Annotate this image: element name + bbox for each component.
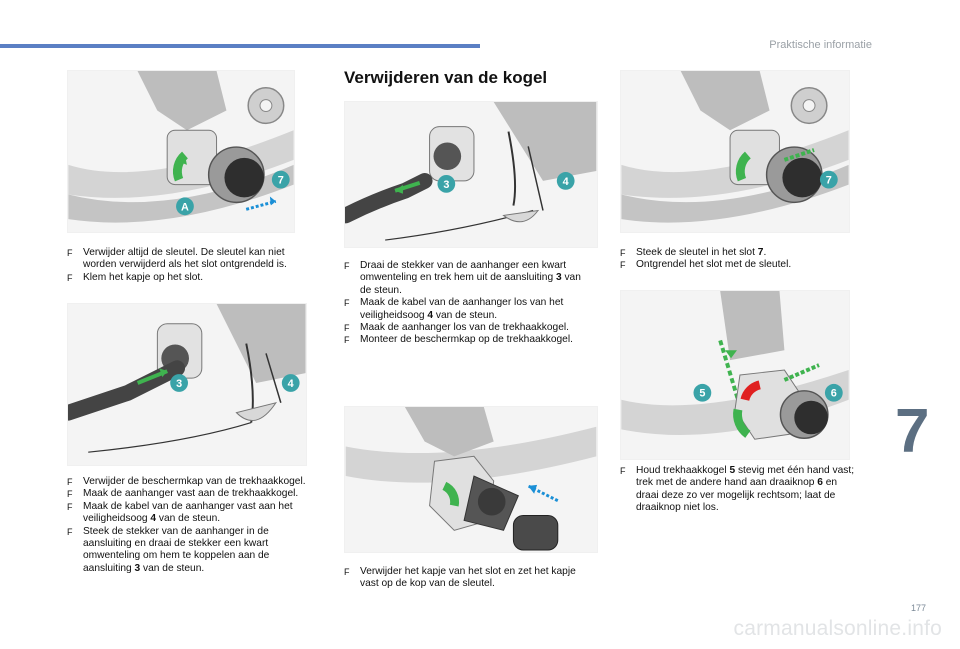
callout-7: 7 (278, 175, 284, 187)
callout-4: 4 (288, 378, 294, 390)
figure-cap-remove-drawing (345, 407, 597, 551)
bullet-glyph: F (344, 567, 350, 577)
callout-4: 4 (563, 176, 569, 188)
bullet-glyph: F (67, 272, 73, 283)
figure-turn-knob: 5 6 (620, 290, 850, 460)
figure-unlock: 7 (620, 70, 850, 233)
callout-3: 3 (176, 378, 182, 390)
bullet-glyph: F (67, 526, 73, 537)
figure-plug-remove: 3 4 (344, 101, 598, 248)
chapter-tab[interactable]: 7 (895, 396, 960, 468)
figure-turn-knob-drawing: 5 6 (621, 291, 849, 440)
figure-cap-remove (344, 406, 598, 553)
bullet-glyph: F (344, 261, 350, 271)
bullet-glyph: F (620, 248, 626, 258)
bullet-glyph: F (344, 298, 350, 309)
bullet-glyph: F (344, 335, 350, 346)
header-accent-bar (0, 44, 480, 48)
watermark: carmanualsonline.info (733, 617, 942, 640)
bullet-glyph: F (67, 489, 73, 500)
figure-key-in-lock: 7 A (67, 70, 295, 233)
chapter-number: 7 (895, 397, 930, 466)
callout-6: 6 (831, 388, 837, 400)
figure-plug-remove-drawing: 3 4 (345, 102, 597, 241)
bullet-glyph: F (620, 260, 626, 271)
bullet-glyph: F (344, 323, 350, 334)
figure-unlock-drawing: 7 (621, 71, 849, 223)
section-title: Verwijderen van de kogel (344, 68, 548, 87)
callout-A: A (181, 201, 189, 213)
bullet-glyph: F (67, 248, 73, 258)
callout-5: 5 (699, 388, 705, 400)
bullet-glyph: F (620, 466, 626, 476)
page-number: 177 (911, 603, 927, 613)
bullet-glyph: F (67, 477, 73, 487)
section-header: Praktische informatie (769, 39, 872, 51)
callout-3: 3 (443, 179, 449, 191)
figure-plug-connect-drawing: 3 4 (68, 304, 306, 453)
figure-key-in-lock-drawing: 7 A (68, 71, 294, 223)
callout-7: 7 (826, 175, 832, 187)
bullet-glyph: F (67, 501, 73, 512)
figure-plug-connect: 3 4 (67, 303, 307, 466)
